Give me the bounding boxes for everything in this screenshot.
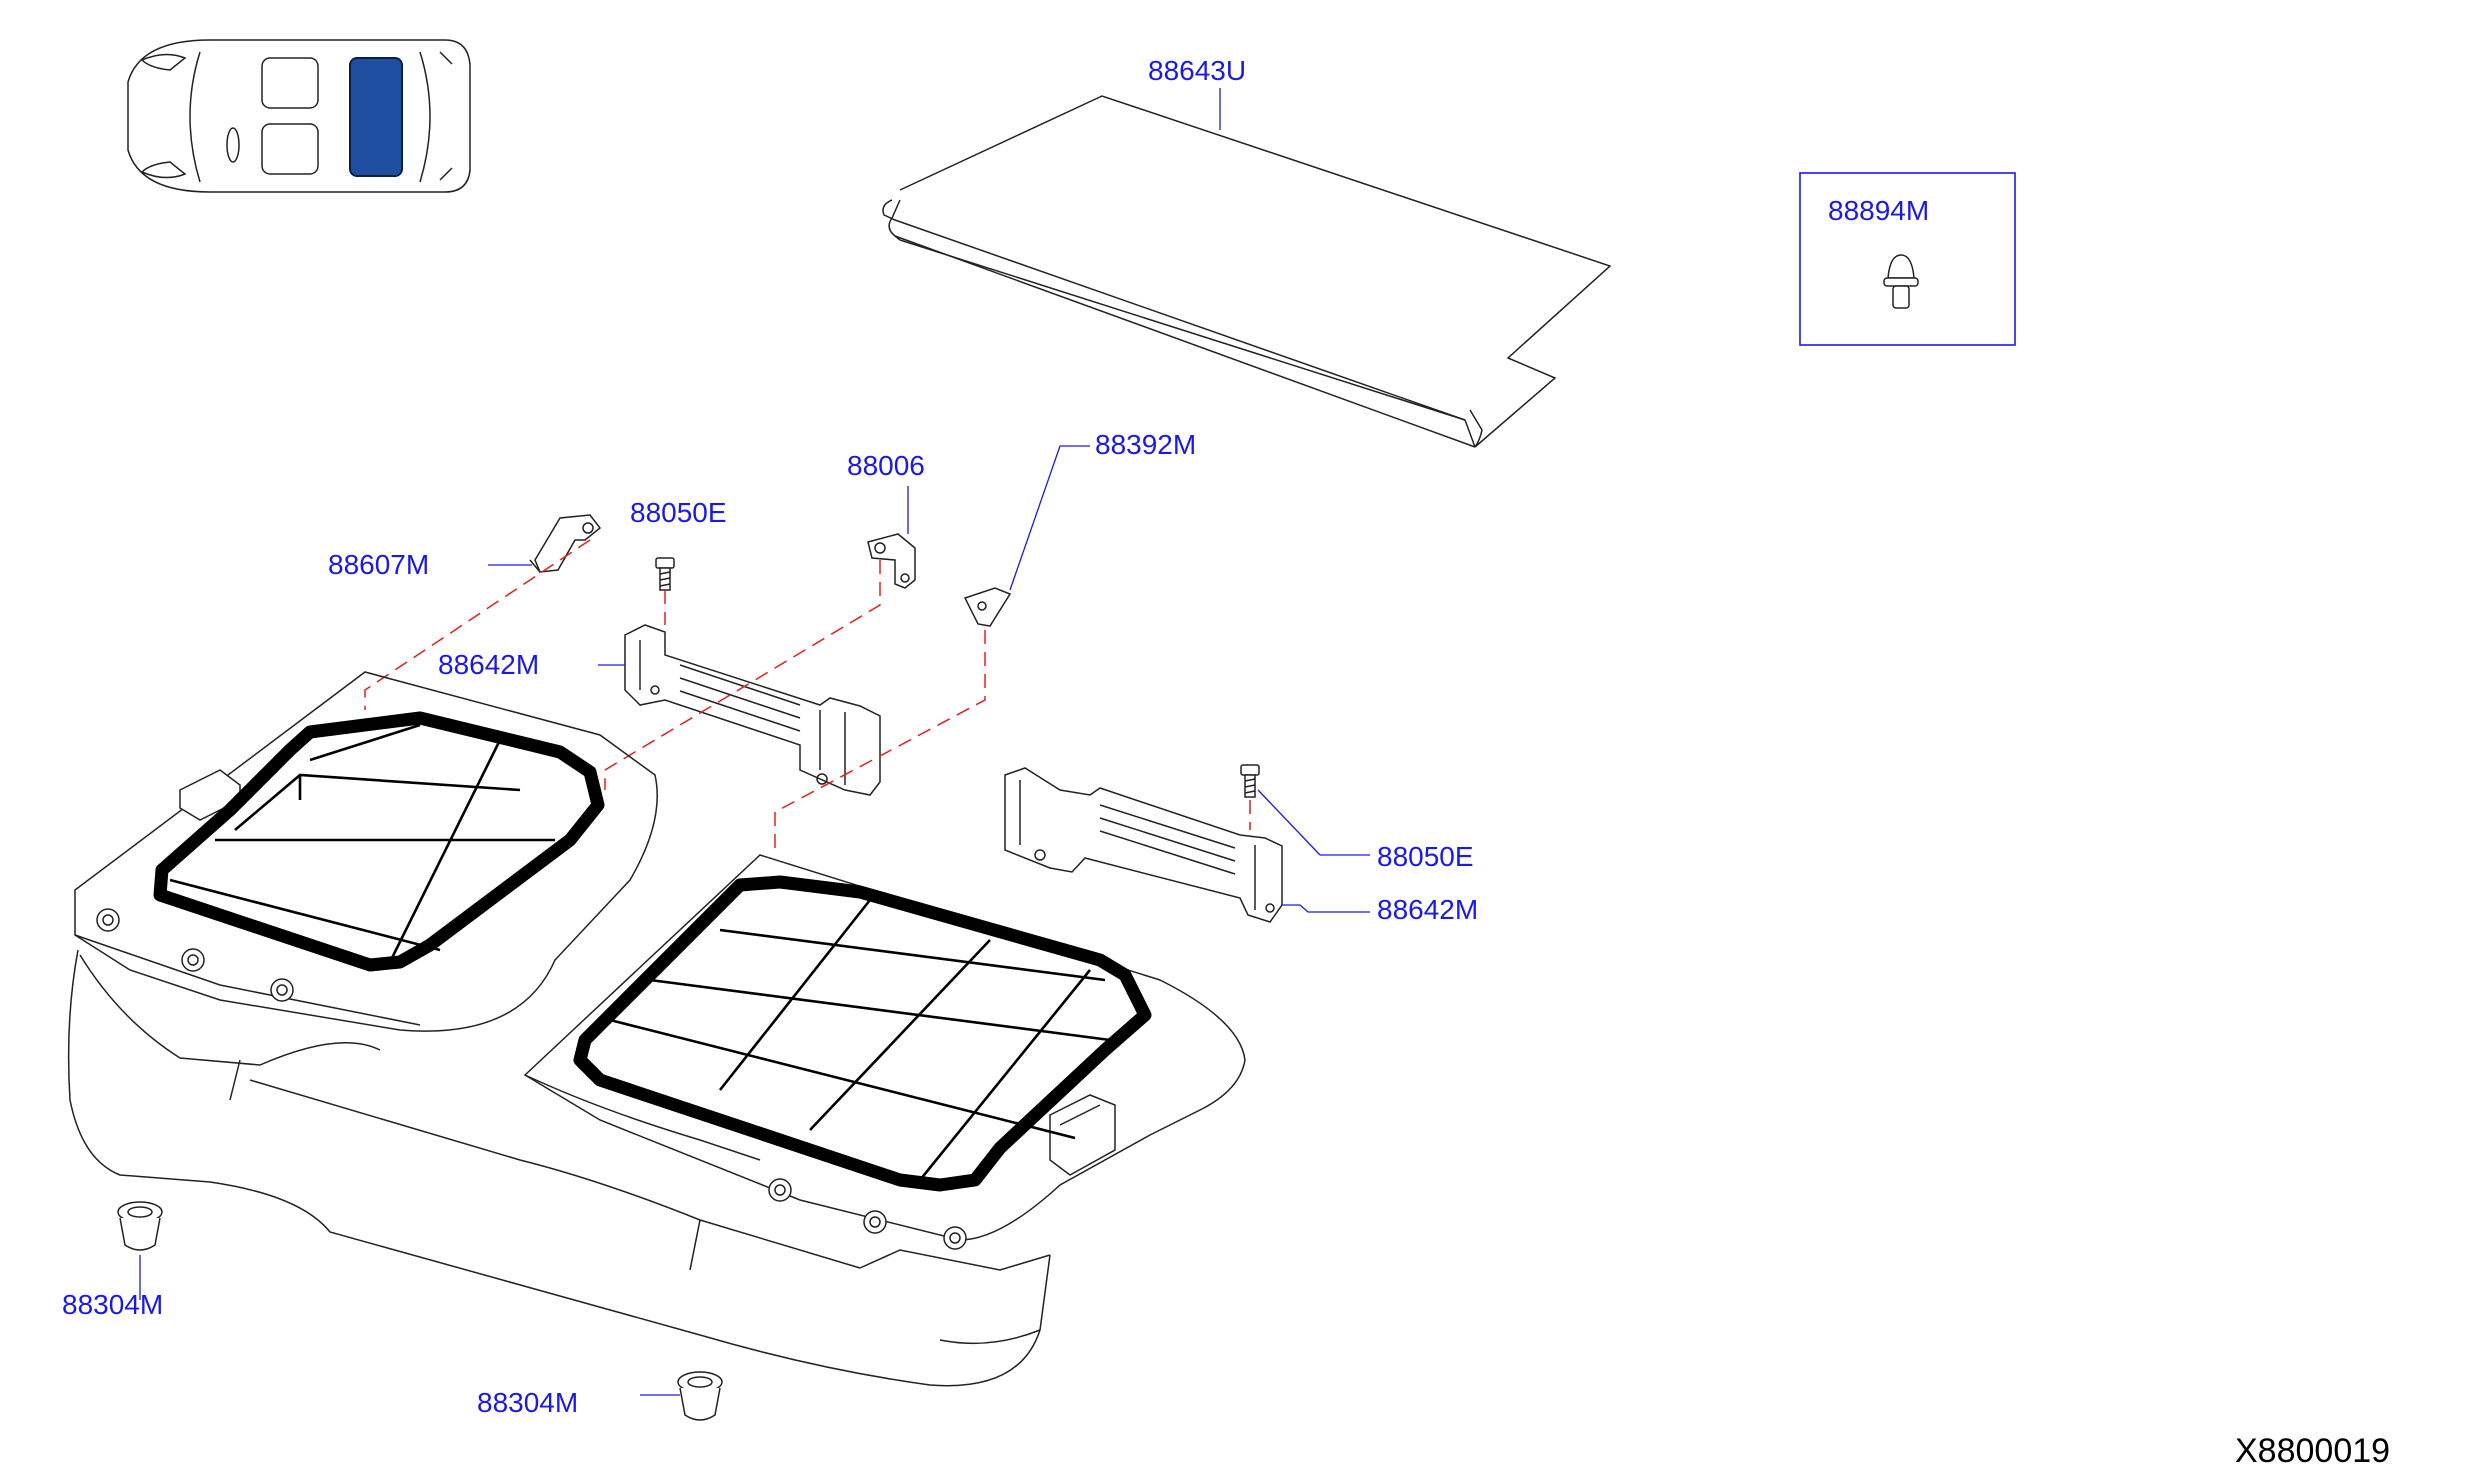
label-88643U[interactable]: 88643U (1148, 55, 1246, 86)
label-88894M[interactable]: 88894M (1828, 195, 1929, 226)
label-88607M[interactable]: 88607M (328, 549, 429, 580)
label-88006[interactable]: 88006 (847, 450, 925, 481)
clip-88894M-icon (1883, 254, 1919, 309)
part-88894M-box (1799, 172, 2016, 346)
seat-cushion-body (67, 671, 1246, 1387)
grommet-88304M-right-icon (677, 1371, 723, 1421)
label-88642M-upper[interactable]: 88642M (438, 649, 539, 680)
right-seat-frame (573, 875, 1152, 1192)
bracket-88006-icon (867, 533, 916, 589)
label-88304M-right[interactable]: 88304M (477, 1387, 578, 1418)
bracket-88642M-upper-icon (624, 624, 881, 796)
label-88642M-lower[interactable]: 88642M (1377, 894, 1478, 925)
label-88050E-upper[interactable]: 88050E (630, 497, 727, 528)
clip-88392M-icon (963, 587, 1012, 627)
assembly-lines (364, 539, 1251, 850)
highlighted-rear-seat (349, 57, 403, 177)
part-88643U-board (882, 95, 1612, 448)
bracket-88642M-lower-icon (1004, 767, 1283, 923)
label-88304M-left[interactable]: 88304M (62, 1289, 163, 1320)
grommet-88304M-left-icon (117, 1201, 163, 1251)
hook-88607M-icon (529, 514, 602, 573)
car-top-view-icon (127, 39, 471, 193)
diagram-reference-code: X8800019 (2235, 1432, 2390, 1470)
bolt-88050E-upper-icon (655, 557, 675, 591)
label-88050E-lower[interactable]: 88050E (1377, 841, 1474, 872)
label-88392M[interactable]: 88392M (1095, 429, 1196, 460)
bolt-88050E-lower-icon (1240, 764, 1260, 798)
left-seat-frame (153, 711, 605, 972)
